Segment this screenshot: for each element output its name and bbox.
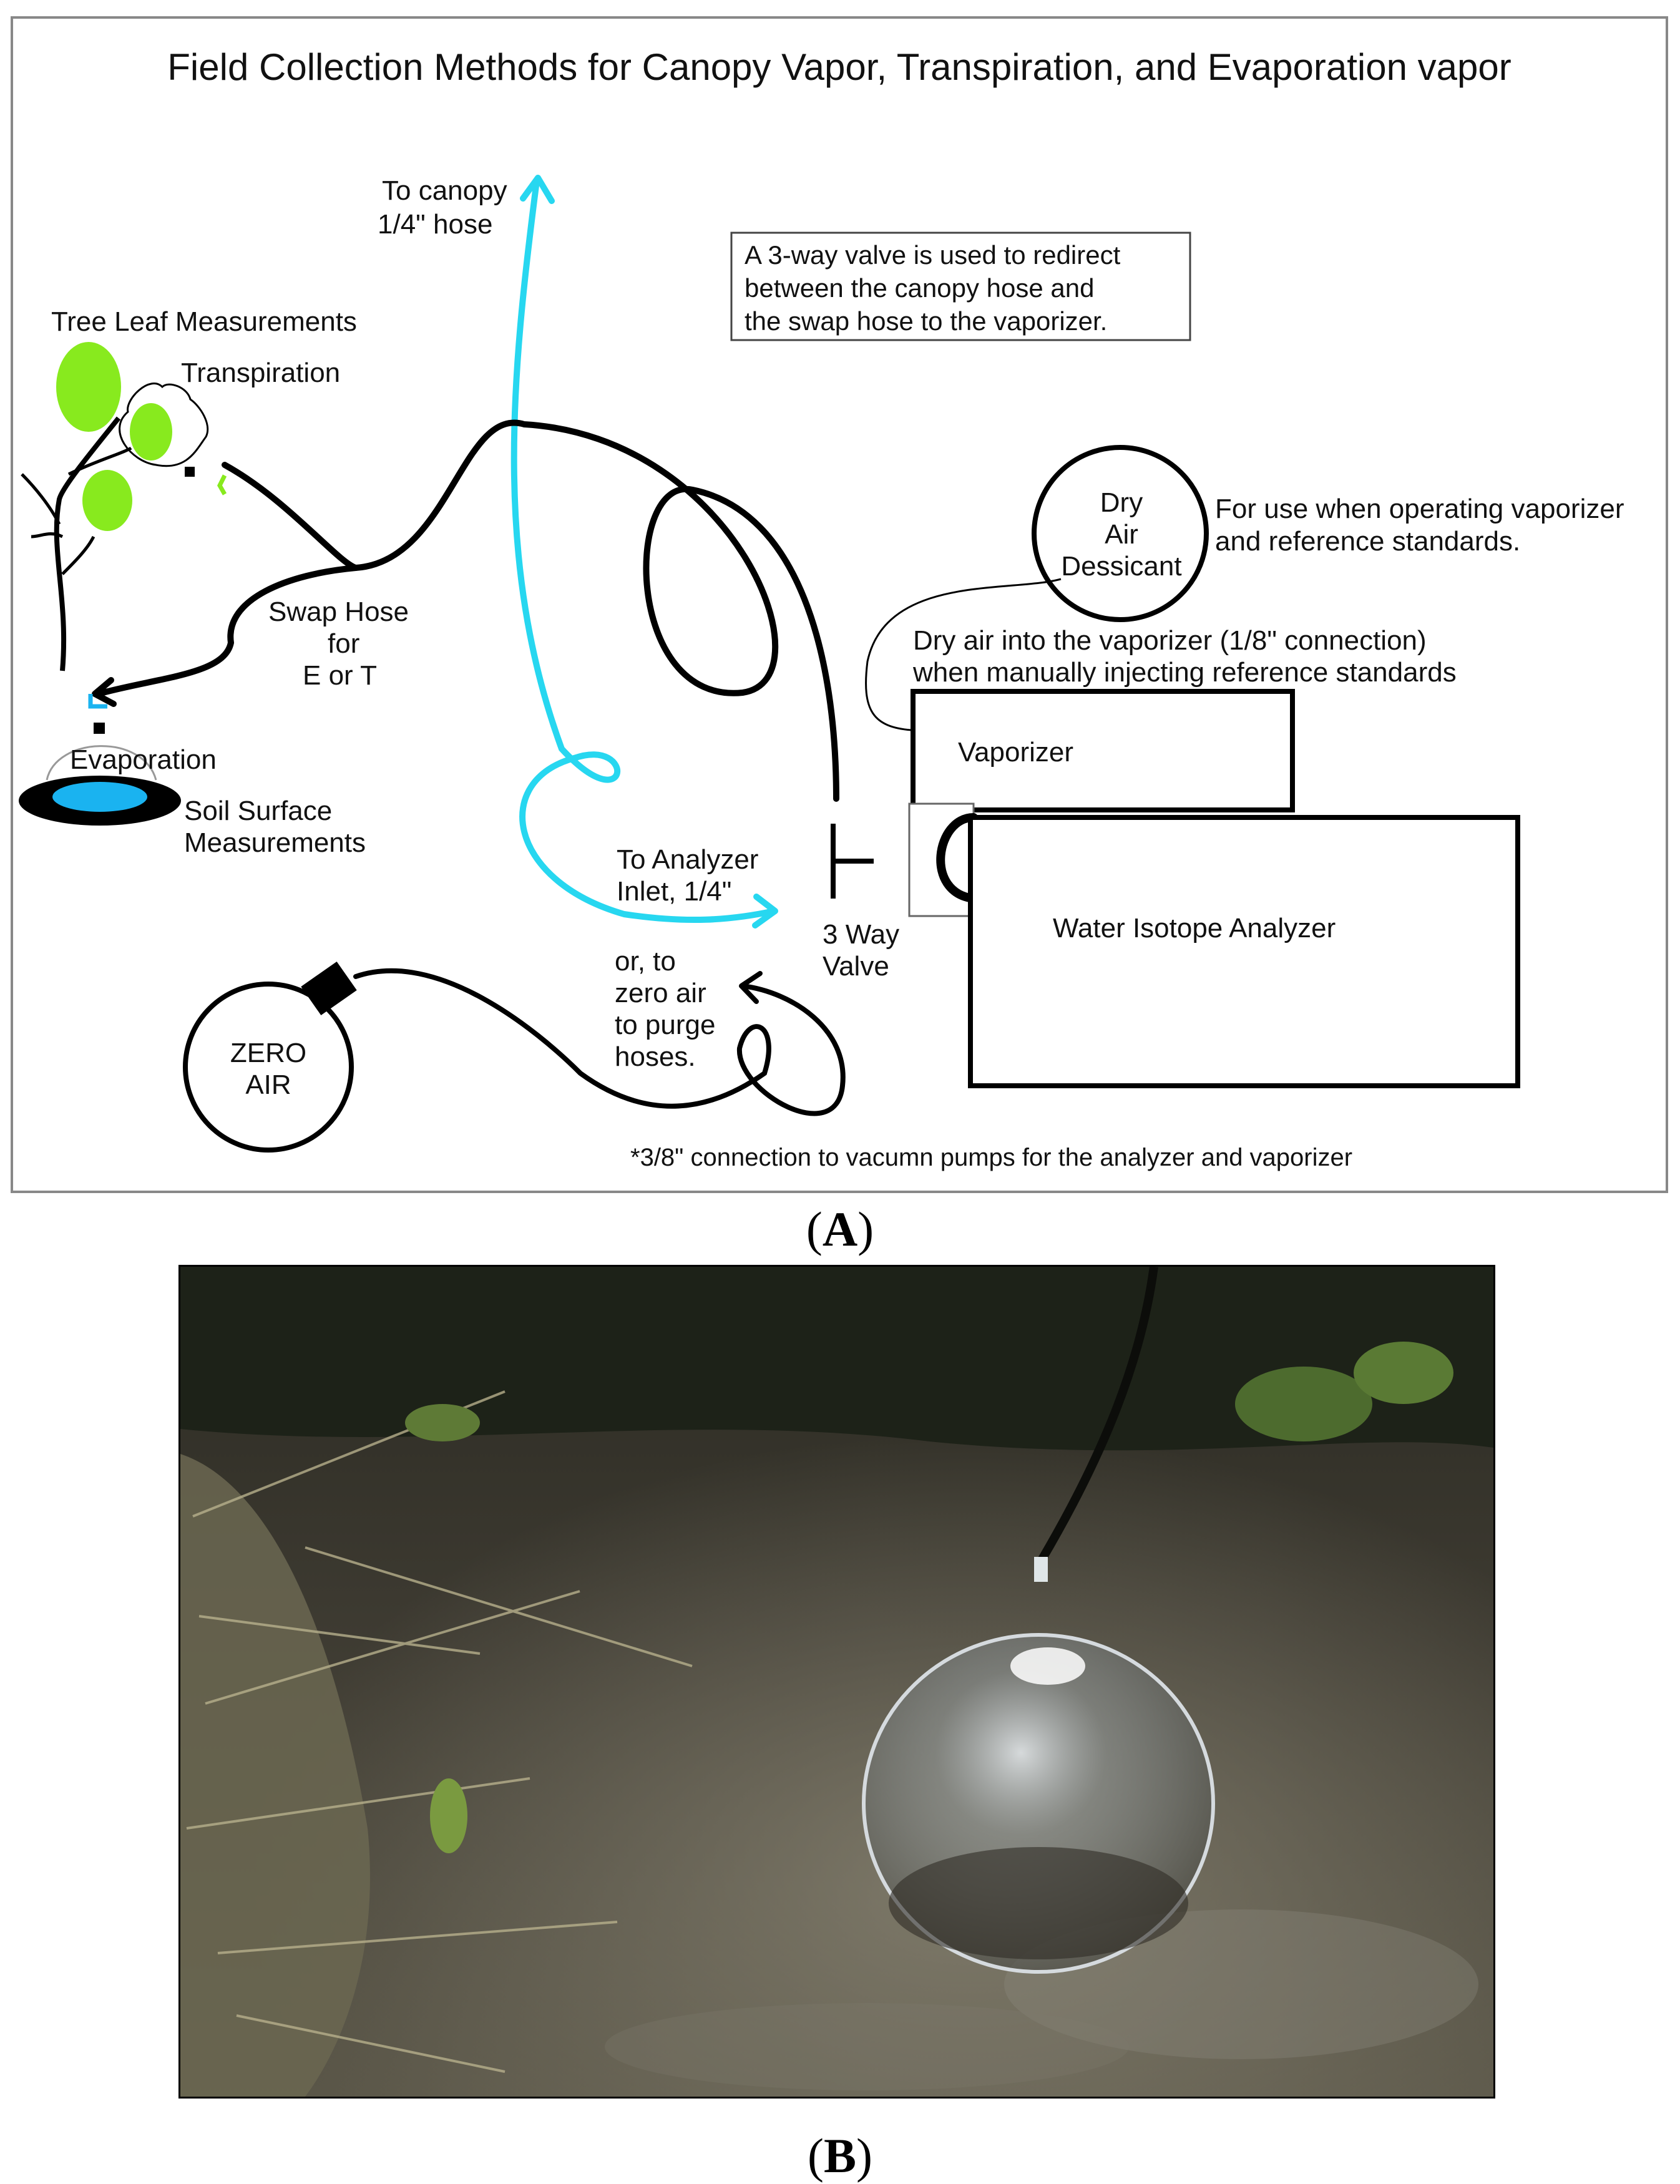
analyzer-inlet-label-1: To Analyzer <box>617 844 758 875</box>
transpiration-label: Transpiration <box>181 358 340 388</box>
valve-note-line-1: A 3-way valve is used to redirect <box>745 240 1121 270</box>
swap-hose-lower <box>100 565 359 696</box>
to-canopy-label-2: 1/4" hose <box>378 209 492 240</box>
evaporation-connector-icon <box>88 694 107 709</box>
swap-hose-label-2: for <box>328 628 359 659</box>
three-way-valve-icon <box>831 824 874 899</box>
vacuum-note: *3/8" connection to vacumn pumps for the… <box>630 1144 1352 1171</box>
zero-air-label-1: ZERO <box>230 1038 306 1068</box>
swap-hose-label-1: Swap Hose <box>268 597 409 627</box>
dry-air-label-2: Air <box>1105 519 1138 550</box>
field-photo-panel-b <box>178 1265 1495 2099</box>
tree-illustration <box>21 342 209 671</box>
dry-air-note-1: For use when operating vaporizer <box>1215 494 1624 524</box>
dry-air-label-3: Dessicant <box>1061 551 1181 582</box>
canopy-hose <box>510 178 777 924</box>
swap-hose <box>222 419 839 802</box>
evaporation-label: Evaporation <box>70 744 217 775</box>
analyzer-inlet-arrowhead <box>752 894 778 929</box>
canopy-hose-arrowhead <box>520 175 555 204</box>
transpiration-connector-icon <box>217 474 227 495</box>
panel-label-b: (B) <box>808 2128 872 2183</box>
transpiration-bag <box>119 383 209 467</box>
valve-note-line-2: between the canopy hose and <box>745 273 1094 303</box>
dry-air-into-vaporizer-2: when manually injecting reference standa… <box>912 657 1457 688</box>
leaf-middle <box>130 403 172 461</box>
water-isotope-analyzer-box <box>968 815 1520 1088</box>
transpiration-fitting <box>185 467 195 477</box>
diagram-title: Field Collection Methods for Canopy Vapo… <box>167 46 1511 88</box>
panel-label-a: (A) <box>806 1202 874 1256</box>
zero-air-label-2: AIR <box>245 1070 291 1100</box>
valve-note-box <box>730 232 1191 341</box>
analyzer-loop-hose <box>936 813 978 903</box>
zero-air-tank <box>183 982 354 1153</box>
swap-hose-arrowhead <box>92 677 117 707</box>
or-to-label-4: hoses. <box>615 1041 696 1072</box>
soil-surface-label-2: Measurements <box>184 827 366 858</box>
zero-air-regulator <box>301 961 357 1016</box>
vaporizer-box <box>911 689 1295 812</box>
analyzer-inlet-label-2: Inlet, 1/4" <box>617 876 731 907</box>
soil-surface-label-1: Soil Surface <box>184 796 332 826</box>
leaf-lower <box>82 470 132 531</box>
dry-air-label-1: Dry <box>1100 487 1143 518</box>
vaporizer-label: Vaporizer <box>958 737 1073 768</box>
or-to-label-2: zero air <box>615 978 706 1008</box>
diagram-panel-a: Field Collection Methods for Canopy Vapo… <box>11 16 1668 1193</box>
three-way-valve-label-1: 3 Way <box>823 919 899 950</box>
valve-note-line-3: the swap hose to the vaporizer. <box>745 306 1107 336</box>
field-photo <box>180 1267 1493 2097</box>
dry-air-line <box>865 578 1062 731</box>
or-to-label-1: or, to <box>615 946 676 977</box>
three-way-valve-label-2: Valve <box>823 951 889 982</box>
dry-air-dessicant <box>1032 445 1209 622</box>
leaf-upper <box>56 342 121 432</box>
dry-air-note-2: and reference standards. <box>1215 526 1520 557</box>
or-to-label-3: to purge <box>615 1010 715 1040</box>
evaporation-dome <box>46 745 157 781</box>
dry-air-into-vaporizer-1: Dry air into the vaporizer (1/8" connect… <box>913 625 1427 656</box>
swap-hose-label-3: E or T <box>303 660 377 691</box>
tree-leaf-label: Tree Leaf Measurements <box>51 306 357 337</box>
evaporation-fitting <box>94 723 105 734</box>
water-isotope-analyzer-label: Water Isotope Analyzer <box>1053 913 1336 943</box>
zero-air-arrowhead <box>739 971 763 1004</box>
to-canopy-label-1: To canopy <box>382 175 507 206</box>
soil-surface-water <box>52 782 147 812</box>
zero-air-hose <box>353 968 846 1116</box>
